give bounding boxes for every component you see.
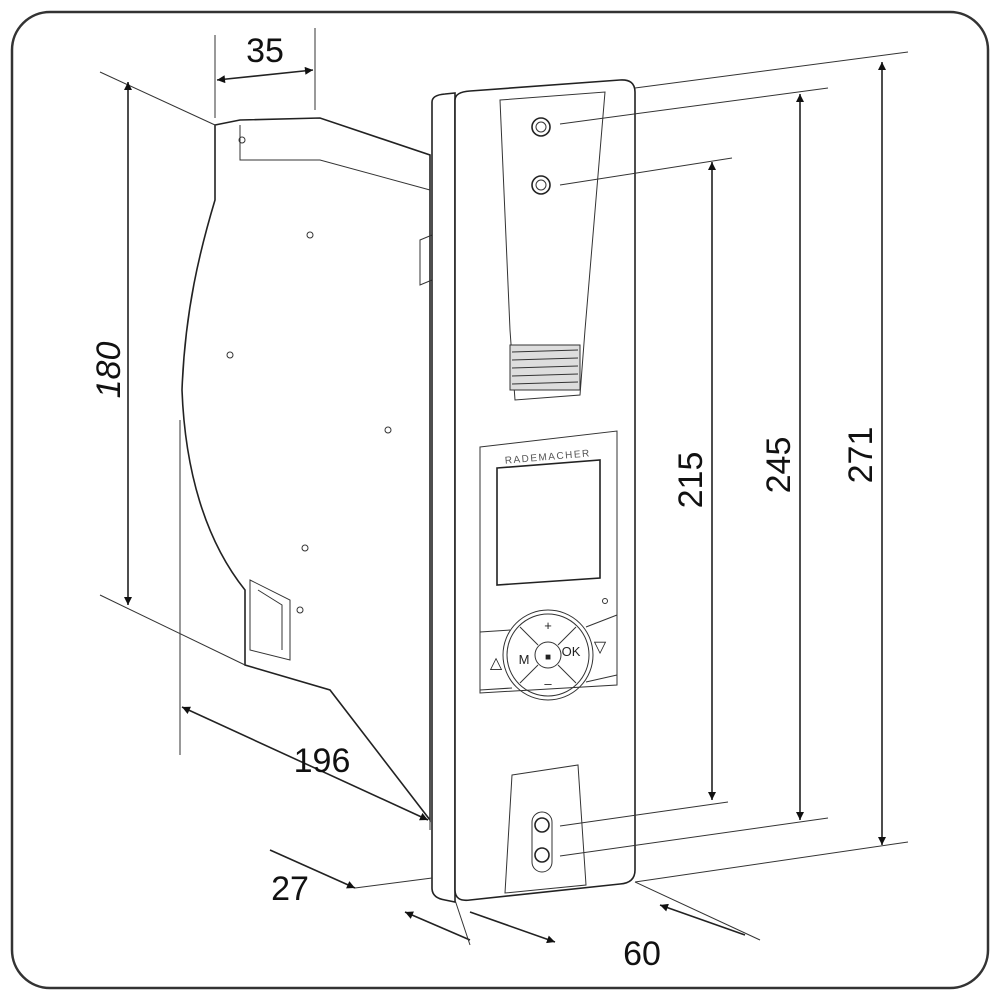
mount-hole <box>534 847 550 863</box>
bottom-cover <box>504 764 587 894</box>
display-screen <box>496 459 601 586</box>
status-led <box>602 598 608 604</box>
dim-27: 27 <box>271 870 309 908</box>
dim-215: 215 <box>672 452 710 509</box>
dim-180: 180 <box>90 342 128 399</box>
control-panel <box>479 430 618 694</box>
mount-hole <box>534 817 550 833</box>
belt-slot <box>499 91 606 401</box>
dim-60: 60 <box>623 935 661 973</box>
dim-35: 35 <box>246 32 284 70</box>
winder-housing <box>181 117 433 823</box>
minus-button[interactable]: – <box>544 676 552 691</box>
menu-button[interactable]: M <box>519 652 530 667</box>
down-button[interactable]: ▽ <box>594 639 607 656</box>
dim-245: 245 <box>760 437 798 494</box>
ok-button[interactable]: OK <box>562 644 581 659</box>
keypad: + – M OK ■ △ ▽ <box>479 609 618 701</box>
mount-hole <box>531 175 551 195</box>
dim-271: 271 <box>842 427 880 484</box>
plus-button[interactable]: + <box>544 618 552 633</box>
mount-hole <box>531 117 551 137</box>
stop-button[interactable]: ■ <box>545 652 551 663</box>
dim-196: 196 <box>294 742 351 780</box>
up-button[interactable]: △ <box>490 655 503 672</box>
front-unit: RADEMACHER + – M OK ■ △ ▽ <box>431 79 636 903</box>
dimension-lines <box>99 28 909 946</box>
